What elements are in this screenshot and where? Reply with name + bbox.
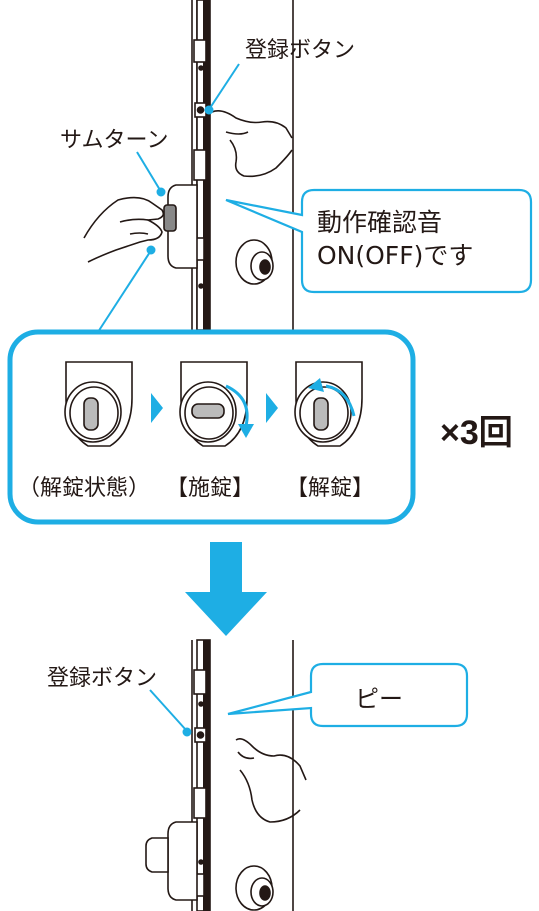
step-label-unlocked: （解錠状態）: [18, 476, 151, 501]
step-label-lock: 【施錠】: [166, 476, 255, 501]
down-arrow-icon: [185, 542, 267, 636]
chevron-right-icon: [151, 393, 163, 423]
register-button-label-bottom: 登録ボタン: [47, 666, 158, 691]
thumb-turn-locked-icon: [179, 361, 248, 447]
thumb-turn-unlock-icon: [294, 361, 363, 447]
bubble-text-line2: ON(OFF)です: [317, 241, 474, 270]
repeat-count-label: ×3回: [440, 414, 513, 452]
speech-bubble-bottom: [227, 662, 469, 728]
beep-text: ピー: [355, 685, 403, 713]
register-button-label-top: 登録ボタン: [245, 38, 356, 63]
speech-bubble-top: [225, 188, 533, 294]
thumb-turn-label: サムターン: [60, 128, 169, 153]
step-label-unlock: 【解錠】: [286, 476, 375, 501]
door-scene-top: [83, 0, 294, 331]
bubble-text-line1: 動作確認音: [317, 208, 443, 237]
door-scene-bottom: [145, 639, 307, 911]
thumb-turn-unlocked-icon: [64, 361, 133, 447]
